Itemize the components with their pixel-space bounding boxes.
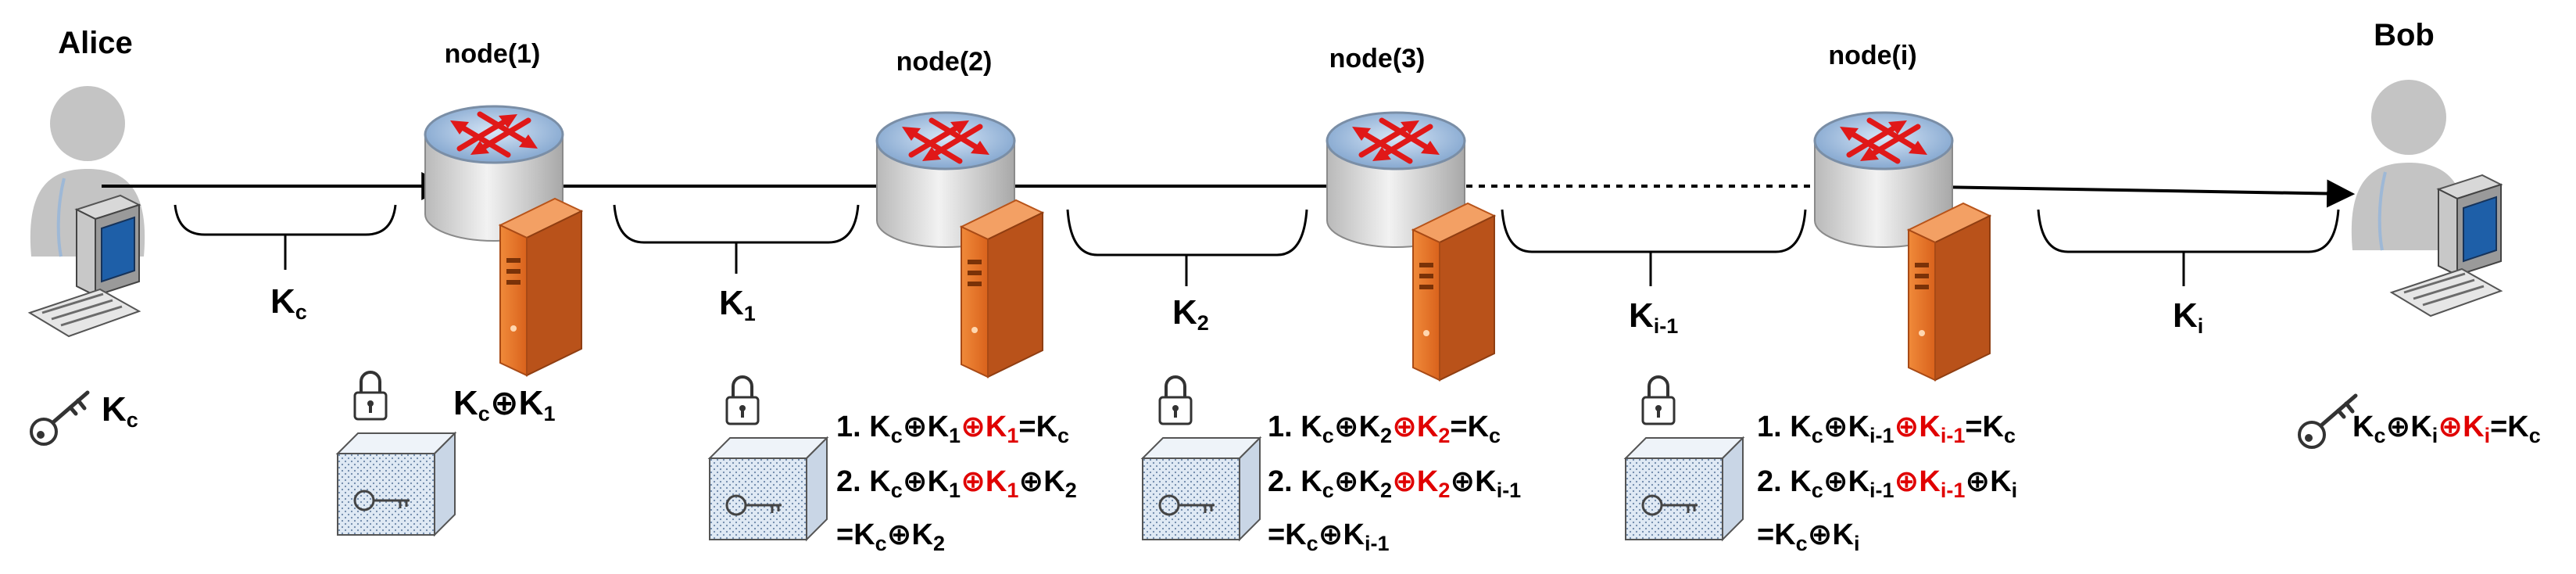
- link-key-label: K2: [1172, 293, 1209, 335]
- lockbox-icon: [1141, 375, 1261, 541]
- link-brace-ki: Ki: [2037, 209, 2340, 338]
- link-key-label: K1: [719, 284, 756, 325]
- bob-endpoint: Bob Kc⊕Ki⊕Ki=Kc: [2299, 18, 2541, 447]
- alice-key: Kc: [102, 390, 138, 432]
- server-icon: [961, 199, 1043, 378]
- node-equation-1: 1. Kc⊕K2⊕K2=Kc: [1268, 411, 1501, 447]
- node-equation-2: 2. Kc⊕Ki-1⊕Ki-1⊕Ki: [1757, 465, 2017, 502]
- node-equation-result: =Kc⊕Ki-1: [1268, 518, 1389, 555]
- node-1: node(1) Kc⊕K1: [336, 39, 582, 536]
- node-equation-2: 2. Kc⊕K2⊕K2⊕Ki-1: [1268, 465, 1521, 502]
- lockbox-icon: [708, 375, 828, 541]
- node-equation-result: =Kc⊕K2: [836, 518, 945, 555]
- bob-final-equation: Kc⊕Ki⊕Ki=Kc: [2352, 411, 2541, 447]
- alice-endpoint: Alice Kc: [28, 26, 147, 444]
- node-equation-result: =Kc⊕Ki: [1757, 518, 1859, 555]
- server-icon: [1908, 203, 1991, 381]
- node-3: node(3) 1. Kc⊕K2⊕K2=Kc 2. Kc⊕K2⊕K2⊕Ki-1 …: [1141, 44, 1521, 555]
- node-equation-2: 2. Kc⊕K1⊕K1⊕K2: [836, 465, 1077, 502]
- node-i: node(i) 1. Kc⊕Ki-1⊕Ki-1=Kc 2. Kc⊕Ki-1⊕Ki…: [1624, 41, 2017, 555]
- link-key-label: Kc: [270, 282, 307, 324]
- alice-key-icon: [31, 393, 88, 444]
- lockbox-icon: [1624, 375, 1744, 541]
- node-equation-1: 1. Kc⊕K1⊕K1=Kc: [836, 411, 1069, 447]
- link-key-label: Ki: [2173, 296, 2203, 338]
- link-key-label: Ki-1: [1629, 296, 1678, 338]
- node-label: node(3): [1329, 44, 1426, 74]
- link-brace-k1: K1: [613, 204, 860, 325]
- node-equation-1: 1. Kc⊕Ki-1⊕Ki-1=Kc: [1757, 411, 2016, 447]
- lockbox-icon: [336, 371, 456, 536]
- node-label: node(1): [445, 39, 541, 69]
- node-2: node(2) 1. Kc⊕K1⊕K1=Kc 2. Kc⊕K1⊕K1⊕K2 =K…: [708, 47, 1077, 555]
- bob-key-icon: [2299, 396, 2356, 447]
- alice-label: Alice: [58, 26, 133, 60]
- link-brace-k2: K2: [1066, 209, 1308, 335]
- node-label: node(i): [1828, 41, 1916, 70]
- server-icon: [499, 198, 582, 376]
- server-icon: [1412, 203, 1495, 381]
- node-label: node(2): [896, 47, 993, 77]
- link-brace-kc: Kc: [174, 204, 397, 324]
- node-stored-key: Kc⊕K1: [453, 384, 556, 425]
- bob-label: Bob: [2374, 18, 2435, 52]
- link-brace-ki-1: Ki-1: [1501, 209, 1807, 338]
